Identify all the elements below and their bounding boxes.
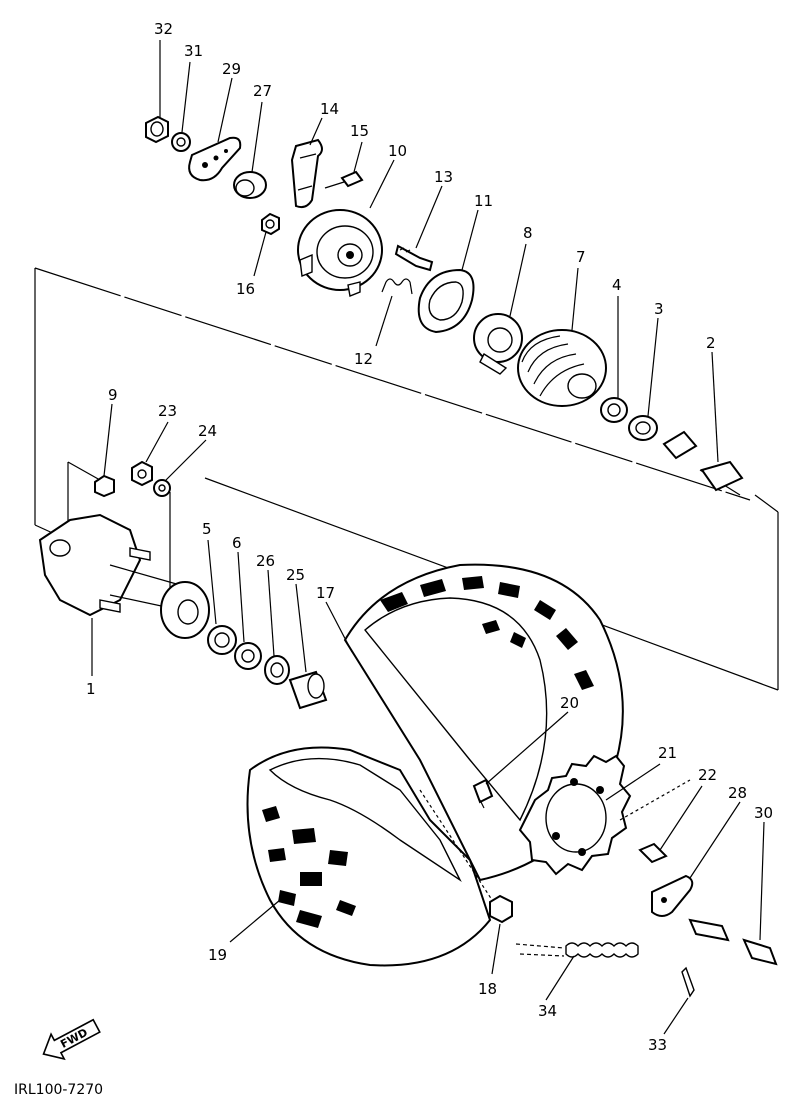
callout-15: 15 — [350, 122, 369, 140]
callout-19: 19 — [208, 946, 227, 964]
callout-24: 24 — [198, 422, 217, 440]
part-washer-24 — [153, 479, 171, 497]
callout-1: 1 — [86, 680, 96, 698]
part-washer-31 — [171, 132, 191, 152]
callout-26: 26 — [256, 552, 275, 570]
part-nut-9 — [94, 474, 115, 498]
leader-lines — [91, 40, 765, 1035]
callout-6: 6 — [232, 534, 242, 552]
callout-12: 12 — [354, 350, 373, 368]
callout-16: 16 — [236, 280, 255, 298]
part-axle-pin-33 — [681, 918, 730, 998]
part-hub-plate-8 — [473, 313, 523, 375]
callout-4: 4 — [612, 276, 622, 294]
part-brake-shoes-11 — [417, 268, 475, 334]
part-nut-23 — [131, 460, 153, 487]
part-axle-bolt-30 — [742, 938, 778, 966]
fwd-arrow-icon: FWD — [42, 1018, 101, 1061]
part-bolt-13 — [394, 244, 434, 272]
callout-14: 14 — [320, 100, 339, 118]
callout-33: 33 — [648, 1036, 667, 1054]
part-valve-20 — [472, 778, 494, 809]
part-collar-27 — [233, 171, 267, 199]
part-brake-panel-10 — [297, 209, 383, 297]
callout-22: 22 — [698, 766, 717, 784]
part-bearing-5 — [207, 625, 237, 655]
callout-28: 28 — [728, 784, 747, 802]
callout-32: 32 — [154, 20, 173, 38]
part-nut-16 — [261, 212, 280, 236]
part-collar-25 — [288, 670, 328, 710]
callout-29: 29 — [222, 60, 241, 78]
callout-2: 2 — [706, 334, 716, 352]
callout-17: 17 — [316, 584, 335, 602]
part-cam-lever-14 — [290, 138, 323, 209]
callout-21: 21 — [658, 744, 677, 762]
callout-13: 13 — [434, 168, 453, 186]
callout-27: 27 — [253, 82, 272, 100]
part-brake-drum-7 — [517, 329, 607, 407]
callout-5: 5 — [202, 520, 212, 538]
callout-18: 18 — [478, 980, 497, 998]
drawing-code: IRL100-7270 — [14, 1082, 103, 1098]
callout-10: 10 — [388, 142, 407, 160]
callout-34: 34 — [538, 1002, 557, 1020]
part-nut-32 — [145, 115, 169, 144]
callout-23: 23 — [158, 402, 177, 420]
callout-31: 31 — [184, 42, 203, 60]
part-bolt-22 — [638, 842, 668, 864]
part-seal-4 — [600, 397, 628, 423]
part-spring-12 — [381, 278, 413, 295]
part-brake-arm-29 — [188, 136, 242, 182]
callout-30: 30 — [754, 804, 773, 822]
part-bolt-15 — [324, 170, 364, 189]
part-axle-hub-1 — [38, 513, 210, 639]
part-sprocket-21 — [518, 754, 632, 876]
callout-9: 9 — [108, 386, 118, 404]
part-chain-34 — [515, 942, 639, 958]
callout-25: 25 — [286, 566, 305, 584]
part-washer-6 — [234, 642, 262, 670]
part-adjuster-28 — [651, 874, 694, 917]
part-spacers-2 — [662, 430, 744, 492]
callout-labels: 32 31 29 27 14 15 10 13 11 8 7 4 3 2 16 … — [86, 20, 773, 1054]
part-bearing-3 — [628, 415, 658, 441]
callout-20: 20 — [560, 694, 579, 712]
callout-7: 7 — [576, 248, 586, 266]
part-tire-rim-19 — [246, 746, 492, 967]
callout-3: 3 — [654, 300, 664, 318]
callout-11: 11 — [474, 192, 493, 210]
part-seal-26 — [264, 655, 290, 685]
callout-8: 8 — [523, 224, 533, 242]
part-nut-18 — [489, 894, 513, 924]
